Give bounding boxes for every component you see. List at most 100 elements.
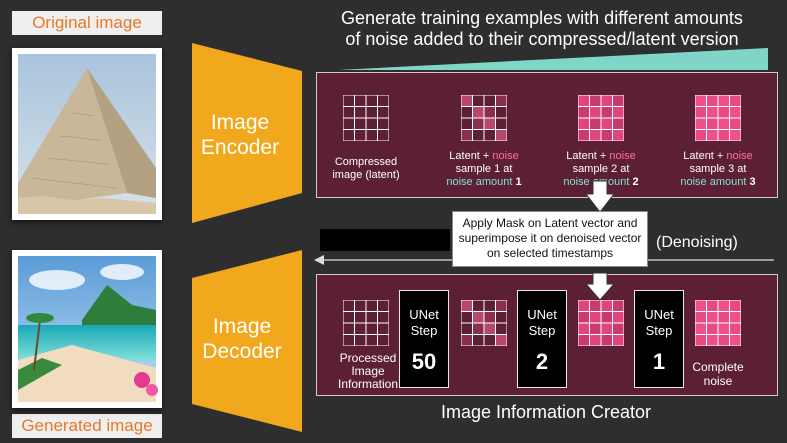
grid-cell (461, 311, 473, 324)
denoise-grid-1 (461, 300, 507, 346)
original-image-label: Original image (12, 11, 162, 35)
grid-cell (612, 129, 624, 141)
sample-1-amount: 1 (515, 176, 522, 188)
grid-cell (377, 311, 389, 324)
grid-cell (695, 300, 707, 312)
grid-cell (589, 300, 602, 312)
unet-2-title: UNet (527, 307, 557, 322)
grid-cell (365, 117, 378, 130)
processed-info-grid (343, 300, 389, 346)
grid-cell (483, 106, 496, 119)
grid-cell (354, 300, 367, 312)
grid-cell (706, 95, 719, 107)
grid-cell (472, 300, 485, 312)
grid-cell (377, 129, 389, 141)
grid-cell (729, 300, 741, 312)
grid-cell (343, 129, 355, 141)
grid-cell (472, 311, 485, 324)
unet-1-title: UNet (644, 307, 674, 322)
grid-cell (483, 117, 496, 130)
grid-cell (729, 106, 741, 119)
sample-1-amount-text: noise amount (446, 176, 516, 188)
grid-cell (729, 311, 741, 324)
grid-cell (483, 95, 496, 107)
compressed-image-label: Compressed image (latent) (318, 156, 414, 182)
grid-cell (600, 106, 613, 119)
grid-cell (695, 334, 707, 346)
grid-cell (589, 95, 602, 107)
header-caption: Generate training examples with differen… (318, 8, 766, 50)
grid-cell (483, 322, 496, 335)
grid-cell (600, 300, 613, 312)
callout-line-3: on selected timestamps (486, 246, 614, 260)
unet-step-1: UNet Step 1 (634, 290, 684, 388)
grid-cell (600, 322, 613, 335)
grid-cell (461, 322, 473, 335)
grid-cell (472, 95, 485, 107)
denoise-grid-2 (578, 300, 624, 346)
grid-cell (495, 117, 507, 130)
grid-cell (495, 129, 507, 141)
encoder-line-1: Image (210, 111, 270, 134)
grid-cell (377, 322, 389, 335)
grid-cell (706, 311, 719, 324)
unet-2-number: 2 (535, 349, 549, 374)
sample-2-noise-word: noise (609, 150, 636, 162)
image-encoder-label: Image Encoder (190, 110, 290, 160)
grid-cell (695, 322, 707, 335)
sample-3-line-2: sample 3 at (689, 163, 747, 175)
grid-cell (729, 334, 741, 346)
grid-cell (377, 95, 389, 107)
unet-2-step: Step (528, 323, 556, 338)
unet-1-number: 1 (652, 349, 666, 374)
grid-cell (472, 129, 485, 141)
latent-grid-noise-2 (578, 95, 624, 141)
grid-cell (461, 300, 473, 312)
sample-1-prefix: Latent + (449, 150, 493, 162)
grid-cell (729, 95, 741, 107)
grid-cell (354, 322, 367, 335)
mask-callout: Apply Mask on Latent vector and superimp… (452, 211, 648, 267)
pyramid-picture (18, 54, 156, 214)
grid-cell (495, 322, 507, 335)
grid-cell (365, 106, 378, 119)
grid-cell (483, 300, 496, 312)
grid-cell (354, 311, 367, 324)
unet-step-50: UNet Step 50 (399, 290, 449, 388)
down-arrow-icon (585, 180, 615, 213)
grid-cell (589, 117, 602, 130)
unet-50-number: 50 (411, 349, 437, 374)
latent-grid-noise-1 (461, 95, 507, 141)
grid-cell (483, 334, 496, 346)
grid-cell (343, 334, 355, 346)
unet-step-2: UNet Step 2 (517, 290, 567, 388)
grid-cell (717, 95, 730, 107)
grid-cell (343, 300, 355, 312)
compressed-line-2: image (latent) (332, 169, 400, 181)
processed-line-3: Information (337, 377, 399, 391)
grid-cell (706, 334, 719, 346)
unet-1-step: Step (645, 323, 673, 338)
grid-cell (695, 129, 707, 141)
processed-info-label: Processed Image Information (330, 352, 406, 391)
grid-cell (717, 106, 730, 119)
denoising-bar (320, 229, 450, 251)
grid-cell (343, 95, 355, 107)
grid-cell (343, 106, 355, 119)
grid-cell (695, 117, 707, 130)
grid-cell (377, 300, 389, 312)
sample-3-amount-text: noise amount (680, 176, 750, 188)
sample-2-amount: 2 (632, 176, 639, 188)
sample-3-amount: 3 (749, 176, 756, 188)
generated-image (12, 250, 162, 408)
unet-50-step: Step (410, 323, 438, 338)
image-encoder-shape (192, 43, 302, 223)
encoder-line-2: Encoder (200, 136, 280, 159)
grid-cell (706, 300, 719, 312)
callout-line-1: Apply Mask on Latent vector and (462, 216, 638, 230)
grid-cell (377, 117, 389, 130)
grid-cell (461, 334, 473, 346)
noise-sample-3-label: Latent + noise sample 3 at noise amount … (668, 150, 768, 189)
original-image (12, 48, 162, 220)
grid-cell (365, 311, 378, 324)
